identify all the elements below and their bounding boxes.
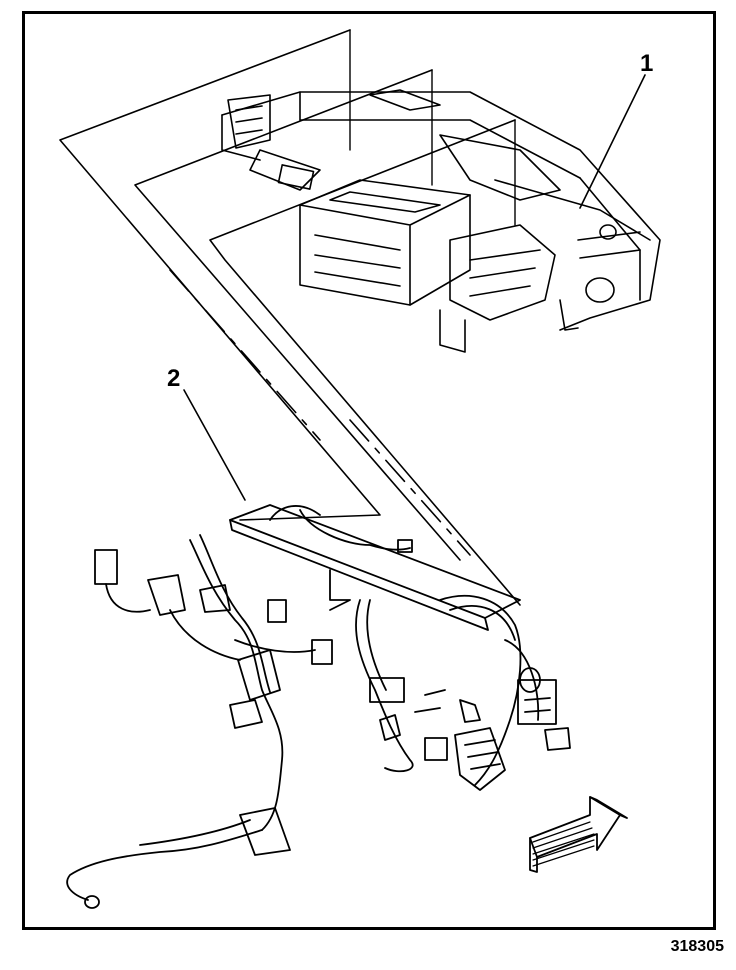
callout-number-1: 1 <box>640 50 654 77</box>
callout-leader-1 <box>579 74 646 209</box>
fastener-leader-lines <box>349 29 516 226</box>
forward-arrow-icon <box>529 796 628 873</box>
instrument-panel-wiring-harness <box>66 504 571 909</box>
callout-number-2: 2 <box>167 365 181 392</box>
instrument-panel-carrier <box>221 89 661 353</box>
illustration-frame <box>22 11 716 930</box>
connector-left-1 <box>94 549 118 585</box>
figure-number: 318305 <box>670 938 724 955</box>
callout-leader-2 <box>183 389 246 501</box>
connector-right-block <box>454 727 506 791</box>
connector-center-1 <box>369 677 405 703</box>
installation-wedge-outlines <box>59 29 521 606</box>
